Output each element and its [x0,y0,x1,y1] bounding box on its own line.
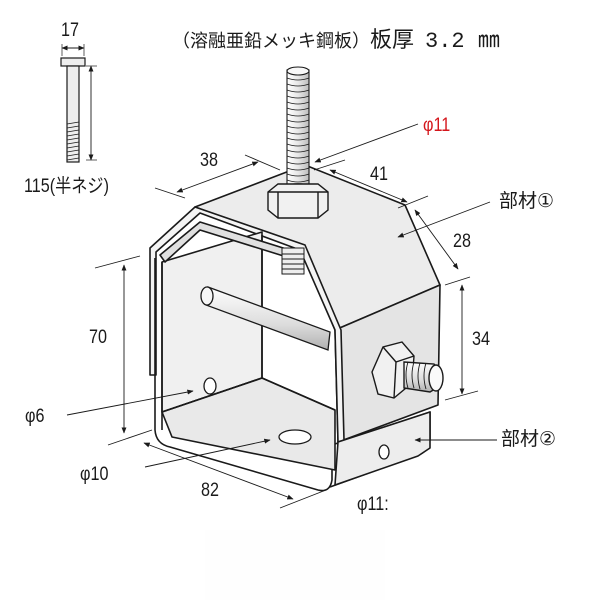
part2-hole [378,444,390,460]
threaded-rod [286,66,310,191]
thickness-label: 板厚 [370,27,415,52]
dim-top-right-width: 41 [370,164,388,185]
part2-label: 部材② [501,429,557,450]
dim-side-height: 34 [472,329,490,350]
part1-label: 部材① [499,191,555,212]
inner-thread [281,247,305,275]
dim-slope-length: 28 [453,231,471,252]
bottom-hole [278,429,312,445]
material-note: （溶融亜鉛メッキ鋼板）板厚 3.2 ㎜ [172,29,500,53]
dim-body-height: 70 [89,327,107,348]
dim-bottom-length: 82 [201,480,219,501]
dim-top-rod-diameter: φ11 [423,115,451,136]
dim-bottom-hole-diameter: φ10 [80,464,109,485]
side-nut [371,341,444,399]
bolt-icon [60,57,86,163]
top-nut [267,183,329,219]
cross-rod [200,286,331,351]
dim-top-left-width: 38 [200,150,218,171]
dim-side-bolt-diameter: φ11: [357,494,389,515]
dim-side-hole-diameter: φ6 [25,406,45,427]
bolt-head-width: 17 [61,20,79,41]
bolt-length-label: 115(半ネジ) [24,176,109,197]
thickness-value: 3.2 ㎜ [425,29,500,54]
side-hole [203,377,217,395]
material-label: （溶融亜鉛メッキ鋼板） [172,31,370,51]
